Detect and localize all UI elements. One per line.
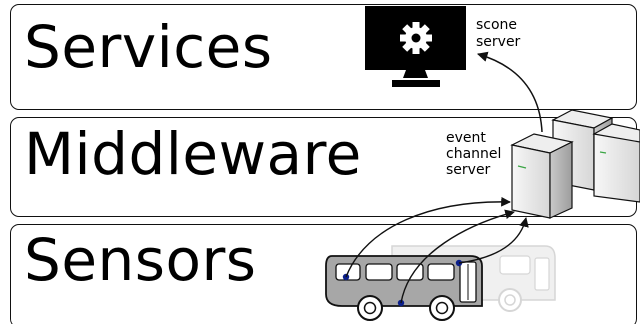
gear-icon bbox=[400, 22, 432, 54]
sensor-to-server-arrow-3 bbox=[458, 217, 529, 264]
middleware-layer-title: Middleware bbox=[24, 120, 362, 188]
gear-monitor-icon bbox=[365, 6, 466, 87]
event-channel-server-label: event channel server bbox=[446, 130, 506, 178]
sensors-layer-title: Sensors bbox=[24, 226, 257, 294]
services-layer-title: Services bbox=[24, 13, 273, 81]
sensor-to-server-arrow-2 bbox=[400, 209, 515, 304]
services-layer: Services bbox=[10, 4, 637, 110]
sensors-layer: Sensors bbox=[10, 224, 637, 324]
bus-icon bbox=[325, 255, 483, 321]
server-tower-icon bbox=[510, 109, 640, 219]
scone-server-label: scone server bbox=[476, 17, 522, 50]
sensor-to-server-arrow-1 bbox=[345, 196, 511, 278]
server-to-scone-arrow bbox=[476, 51, 543, 133]
